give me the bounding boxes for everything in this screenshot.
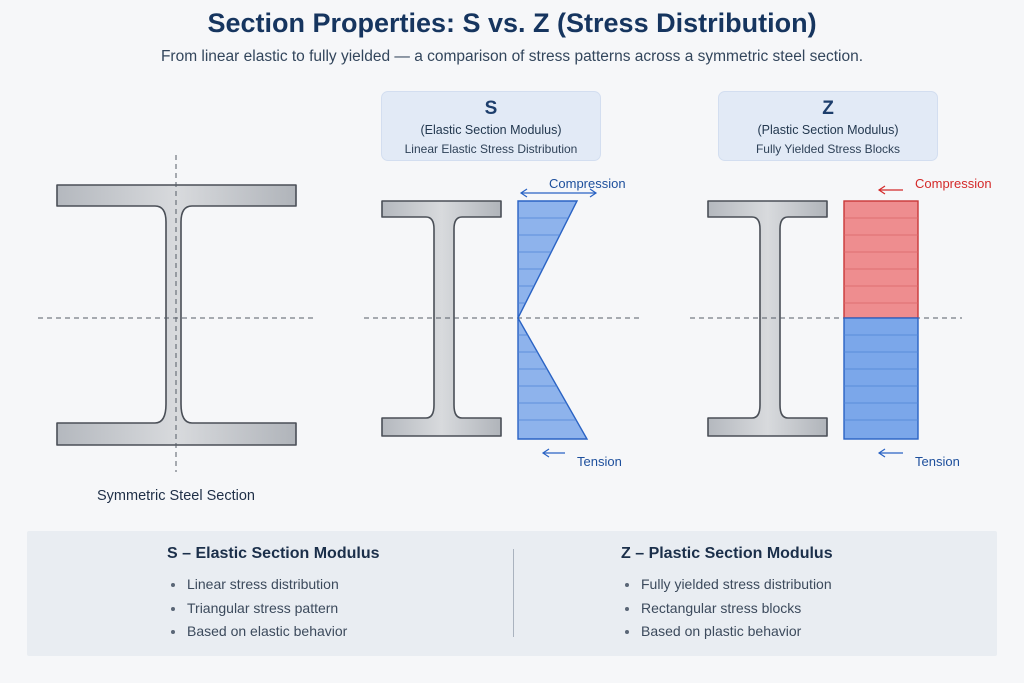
elastic-modulus-card: S (Elastic Section Modulus) Linear Elast… bbox=[381, 91, 601, 161]
plastic-tension-arrow-icon bbox=[877, 448, 903, 458]
tension-stress-block bbox=[843, 317, 919, 440]
elastic-symbol: S bbox=[484, 98, 498, 119]
compression-stress-block bbox=[843, 200, 919, 319]
elastic-summary: S – Elastic Section Modulus Linear stres… bbox=[167, 545, 380, 644]
list-item: Rectangular stress blocks bbox=[625, 597, 833, 621]
list-item: Based on plastic behavior bbox=[625, 620, 833, 644]
elastic-stress-triangles bbox=[517, 200, 589, 440]
plastic-stress-blocks bbox=[843, 200, 919, 440]
elastic-compression-arrow-icon bbox=[519, 188, 598, 198]
plastic-modulus-card: Z (Plastic Section Modulus) Fully Yielde… bbox=[718, 91, 938, 161]
triangular-stress-block bbox=[517, 200, 589, 440]
plastic-description: Fully Yielded Stress Blocks bbox=[755, 142, 901, 156]
compression-hatch-lines bbox=[844, 217, 918, 304]
tension-hatch-lines bbox=[844, 334, 918, 421]
page-subtitle: From linear elastic to fully yielded — a… bbox=[160, 48, 864, 65]
list-item: Linear stress distribution bbox=[171, 573, 380, 597]
elastic-compression-label: Compression bbox=[549, 176, 626, 191]
plastic-compression-arrow-icon bbox=[877, 185, 903, 195]
plastic-compression-label: Compression bbox=[915, 176, 992, 191]
plastic-summary: Z – Plastic Section Modulus Fully yielde… bbox=[621, 545, 833, 644]
plastic-symbol: Z bbox=[822, 98, 834, 119]
list-item: Fully yielded stress distribution bbox=[625, 573, 833, 597]
elastic-tension-label: Tension bbox=[577, 454, 622, 469]
elastic-summary-list: Linear stress distribution Triangular st… bbox=[167, 573, 380, 644]
plastic-summary-heading: Z – Plastic Section Modulus bbox=[621, 545, 833, 562]
large-i-beam bbox=[56, 184, 297, 446]
elastic-i-beam bbox=[381, 200, 502, 437]
page-title: Section Properties: S vs. Z (Stress Dist… bbox=[207, 8, 817, 38]
section-caption: Symmetric Steel Section bbox=[97, 488, 255, 504]
elastic-description: Linear Elastic Stress Distribution bbox=[404, 142, 578, 156]
summary-divider bbox=[513, 549, 514, 637]
summary-panel: S – Elastic Section Modulus Linear stres… bbox=[27, 531, 997, 656]
plastic-tension-label: Tension bbox=[915, 454, 960, 469]
plastic-summary-list: Fully yielded stress distribution Rectan… bbox=[621, 573, 833, 644]
list-item: Triangular stress pattern bbox=[171, 597, 380, 621]
elastic-name: (Elastic Section Modulus) bbox=[420, 123, 562, 137]
list-item: Based on elastic behavior bbox=[171, 620, 380, 644]
plastic-i-beam bbox=[707, 200, 828, 437]
plastic-name: (Plastic Section Modulus) bbox=[757, 123, 899, 137]
elastic-tension-arrow-icon bbox=[541, 448, 565, 458]
elastic-summary-heading: S – Elastic Section Modulus bbox=[167, 545, 380, 562]
